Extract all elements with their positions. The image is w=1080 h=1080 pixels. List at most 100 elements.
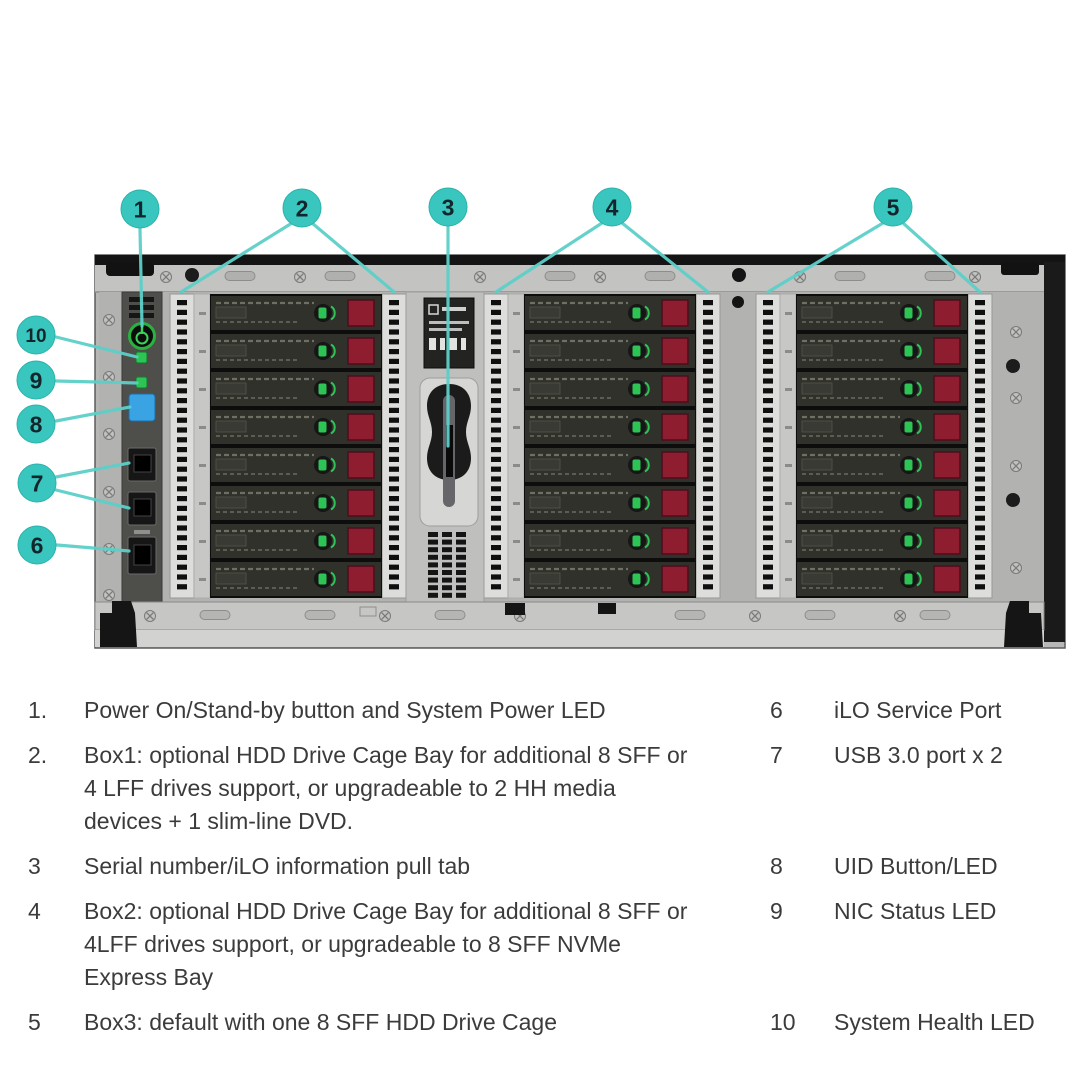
drive-bay-row — [525, 524, 695, 558]
leader-line-1 — [138, 227, 144, 328]
vent-slot — [177, 339, 187, 345]
bottom-rail-details — [144, 603, 951, 622]
drive-led — [632, 383, 641, 395]
screw-slot — [105, 316, 113, 324]
bottom-rail-slot — [434, 610, 466, 620]
drive-led — [318, 383, 327, 395]
drive-label — [215, 420, 247, 433]
vent-slot — [763, 535, 773, 541]
vent-slot — [763, 300, 773, 306]
module-vent-hole — [442, 539, 452, 545]
legend-number: 5 — [28, 1009, 41, 1035]
drive-bay-row — [211, 524, 381, 558]
drive-led-arc — [330, 533, 336, 549]
vent-slot — [703, 535, 713, 541]
bay-mark — [199, 426, 206, 429]
vent-slot — [763, 476, 773, 482]
vent-slot — [975, 447, 985, 453]
vent-slot — [177, 309, 187, 315]
drive-led — [904, 497, 913, 509]
vent-slot — [703, 525, 713, 531]
vent-slot — [491, 339, 501, 345]
screw-icon — [1010, 326, 1022, 338]
leader-line-2 — [179, 221, 294, 294]
drive-led — [904, 573, 913, 585]
drive-led-arc — [330, 457, 336, 473]
module-vent-hole — [456, 547, 466, 553]
vent-slot — [491, 309, 501, 315]
module-vent-hole — [442, 577, 452, 583]
usb-port-icon — [127, 491, 157, 526]
legend-text: USB 3.0 port x 2 — [834, 742, 1003, 768]
drive-led — [632, 497, 641, 509]
vent-slot — [491, 349, 501, 355]
vent-slot — [177, 437, 187, 443]
vent-slot — [177, 378, 187, 384]
right-panel-details — [1006, 326, 1022, 574]
drive-led — [318, 497, 327, 509]
drive-bay-row — [211, 448, 381, 482]
vent-slot — [177, 505, 187, 511]
screw-slot — [896, 612, 904, 620]
bay-strip — [193, 293, 211, 599]
vent-slot — [491, 319, 501, 325]
screw-icon — [749, 610, 761, 622]
vent-slot — [177, 407, 187, 413]
bay-mark — [199, 350, 206, 353]
vent-slot — [491, 466, 501, 472]
drive-led — [318, 307, 327, 319]
vent-slot — [975, 378, 985, 384]
screw-icon — [103, 428, 115, 440]
drive-release-latch — [933, 375, 961, 403]
drive-release-latch — [933, 527, 961, 555]
drive-label — [215, 458, 247, 471]
vent-slot — [491, 515, 501, 521]
screw-slot — [971, 273, 979, 281]
callout-number-9: 9 — [30, 367, 43, 393]
drive-release-latch — [661, 565, 689, 593]
bottom-latch — [505, 603, 525, 615]
vent-slot — [491, 486, 501, 492]
drive-label — [215, 344, 247, 357]
legend-text: Power On/Stand-by button and System Powe… — [84, 697, 606, 723]
vent-slot — [703, 447, 713, 453]
vent-slot — [177, 564, 187, 570]
drive-bay-row — [525, 486, 695, 520]
bay-strip — [779, 293, 797, 599]
vent-slot — [763, 388, 773, 394]
vent-slot — [491, 584, 501, 590]
module-vent-hole — [456, 532, 466, 537]
vent-slot — [763, 554, 773, 560]
callout-bubble-2 — [282, 188, 322, 228]
vent-slot — [491, 525, 501, 531]
legend-text: UID Button/LED — [834, 853, 998, 879]
drive-release-latch — [661, 489, 689, 517]
drive-release-latch — [347, 489, 375, 517]
vent-slot — [491, 545, 501, 551]
vent-slot — [177, 486, 187, 492]
drive-led-arc — [644, 419, 650, 435]
drive-release-latch — [933, 489, 961, 517]
module-vent-hole — [428, 532, 438, 537]
drive-label — [801, 344, 833, 357]
drive-release-latch — [347, 451, 375, 479]
screw-icon — [160, 271, 172, 283]
drive-led-arc — [330, 381, 336, 397]
vent-slot — [389, 545, 399, 551]
drive-led-arc — [644, 457, 650, 473]
screw-slot — [1012, 328, 1020, 336]
leader-line-5 — [901, 221, 982, 294]
vent-slot — [491, 398, 501, 404]
legend-number: 3 — [28, 853, 41, 879]
top-rail-slot — [644, 271, 676, 281]
screw-icon — [103, 371, 115, 383]
vent-slot — [177, 427, 187, 433]
drive-led-arc — [330, 305, 336, 321]
top-rail-slot — [834, 271, 866, 281]
drive-led — [632, 535, 641, 547]
drive-label — [801, 572, 833, 585]
drive-led — [318, 459, 327, 471]
vent-slot — [703, 309, 713, 315]
vent-slot — [177, 358, 187, 364]
module-vent-hole — [456, 554, 466, 560]
